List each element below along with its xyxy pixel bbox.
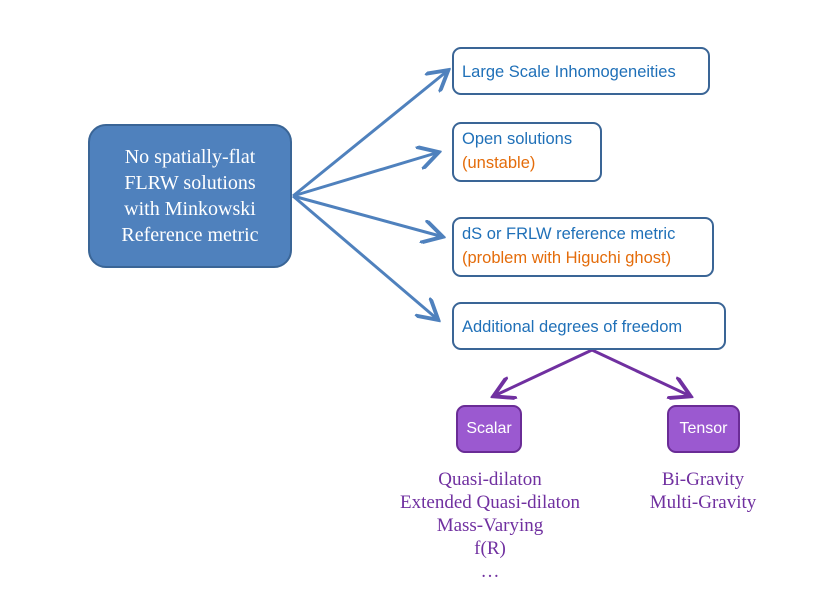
root-line-4: Reference metric xyxy=(121,224,259,246)
arrow-to-reference-metric xyxy=(292,194,440,236)
scalar-example-3: Mass-Varying xyxy=(436,515,544,536)
option-reference-metric-title: dS or FRLW reference metric xyxy=(462,225,676,243)
option-reference-metric-note: (problem with Higuchi ghost) xyxy=(462,249,672,267)
root-line-1: No spatially-flat xyxy=(124,146,256,168)
option-inhomogeneities: Large Scale Inhomogeneities xyxy=(452,47,710,95)
arrow-to-inhomogeneities xyxy=(292,72,446,198)
scalar-box: Scalar xyxy=(456,405,522,453)
scalar-example-4: f(R) xyxy=(474,538,506,559)
root-line-3: with Minkowski xyxy=(124,198,256,220)
tensor-example-1: Bi-Gravity xyxy=(661,469,745,490)
option-reference-metric: dS or FRLW reference metric (problem wit… xyxy=(452,217,714,277)
arrow-to-additional-dof xyxy=(292,194,436,318)
scalar-example-2: Extended Quasi-dilaton xyxy=(400,492,580,513)
arrow-to-tensor xyxy=(591,348,688,395)
option-open-solutions-title: Open solutions xyxy=(462,130,573,148)
option-additional-dof-title: Additional degrees of freedom xyxy=(462,318,683,336)
tensor-examples-list: Bi-Gravity Multi-Gravity xyxy=(630,468,776,514)
root-line-2: FLRW solutions xyxy=(124,172,256,194)
scalar-examples-list: Quasi-dilaton Extended Quasi-dilaton Mas… xyxy=(380,468,600,583)
scalar-example-5: … xyxy=(480,561,500,582)
arrow-to-open-solutions xyxy=(292,153,436,198)
scalar-example-1: Quasi-dilaton xyxy=(438,469,542,490)
option-inhomogeneities-title: Large Scale Inhomogeneities xyxy=(462,63,676,81)
arrow-to-scalar xyxy=(496,348,593,395)
option-open-solutions-note: (unstable) xyxy=(462,154,536,172)
option-additional-dof: Additional degrees of freedom xyxy=(452,302,726,350)
root-statement-box: No spatially-flat FLRW solutions with Mi… xyxy=(88,124,292,268)
scalar-label: Scalar xyxy=(466,420,512,437)
option-open-solutions: Open solutions (unstable) xyxy=(452,122,602,182)
tensor-box: Tensor xyxy=(667,405,740,453)
tensor-label: Tensor xyxy=(679,420,728,437)
tensor-example-2: Multi-Gravity xyxy=(649,492,757,513)
